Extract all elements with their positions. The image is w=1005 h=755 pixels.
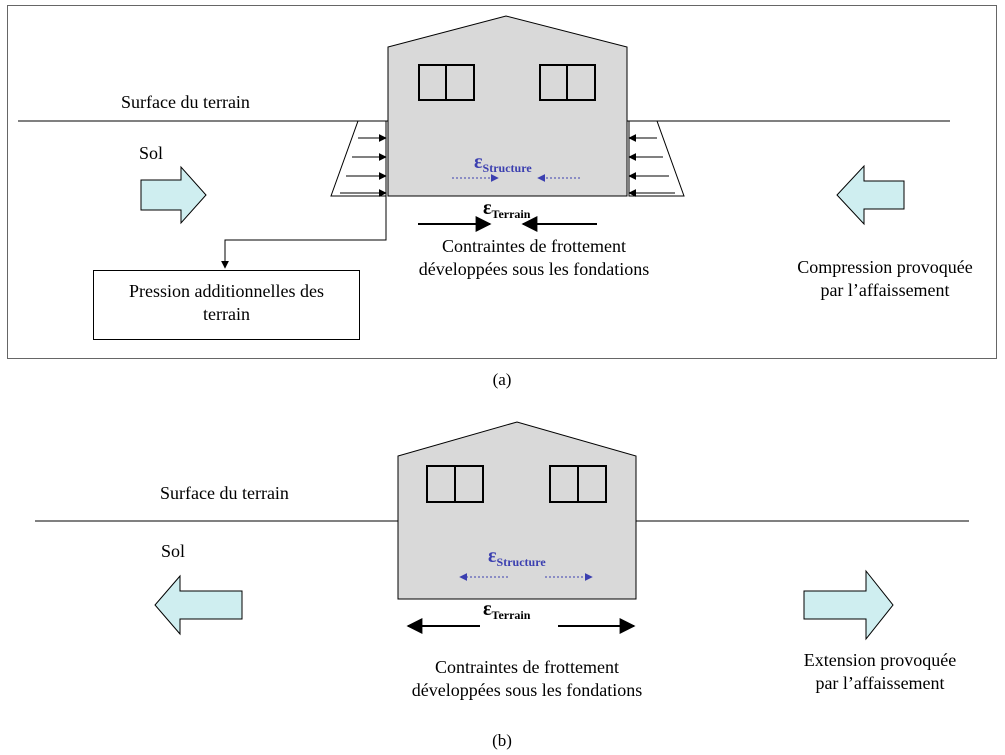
building-b xyxy=(397,421,637,600)
friction-label-line1: Contraintes de frottement xyxy=(442,236,626,256)
ground-surface-label-b: Surface du terrain xyxy=(160,483,289,503)
compression-label: Compression provoquée par l’affaissement xyxy=(770,256,1000,302)
window-right-b xyxy=(549,465,607,503)
epsilon-structure-b: εStructure xyxy=(488,545,546,570)
epsilon-subscript: Terrain xyxy=(491,207,531,221)
pressure-box: Pression additionnelles des terrain xyxy=(93,270,360,340)
epsilon-symbol: ε xyxy=(483,598,492,620)
pressure-diagram-right xyxy=(628,120,685,197)
pressure-box-line1: Pression additionnelles des xyxy=(129,281,324,301)
extension-label-line2: par l’affaissement xyxy=(815,673,945,693)
caption-b: (b) xyxy=(492,731,512,750)
extension-label-line1: Extension provoquée xyxy=(803,650,957,670)
epsilon-subscript: Structure xyxy=(496,555,546,569)
friction-label-b: Contraintes de frottement développées so… xyxy=(387,656,667,702)
soil-label-a: Sol xyxy=(139,143,164,163)
friction-label-a: Contraintes de frottement développées so… xyxy=(394,235,674,281)
epsilon-terrain-a: εTerrain xyxy=(483,197,530,222)
friction-label-line2: développées sous les fondations xyxy=(418,259,650,279)
epsilon-symbol: ε xyxy=(474,151,483,173)
ground-surface-label-a: Surface du terrain xyxy=(121,92,250,112)
compression-label-line2: par l’affaissement xyxy=(820,280,950,300)
epsilon-subscript: Structure xyxy=(482,161,532,175)
epsilon-symbol: ε xyxy=(483,197,492,219)
pressure-leader-line xyxy=(221,196,387,269)
epsilon-symbol: ε xyxy=(488,545,497,567)
compression-label-line1: Compression provoquée xyxy=(797,257,973,277)
soil-label-b: Sol xyxy=(161,541,186,561)
window-left-b xyxy=(426,465,484,503)
soil-arrow-left-a xyxy=(140,165,207,225)
epsilon-structure-a: εStructure xyxy=(474,151,532,176)
window-left-a xyxy=(418,64,475,101)
caption-a: (a) xyxy=(492,370,512,389)
pressure-diagram-left xyxy=(330,120,387,197)
extension-label: Extension provoquée par l’affaissement xyxy=(775,649,985,695)
building-a xyxy=(387,15,628,197)
pressure-box-line2: terrain xyxy=(203,304,250,324)
soil-arrow-right-a xyxy=(836,164,905,226)
epsilon-terrain-b: εTerrain xyxy=(483,598,530,623)
window-right-a xyxy=(539,64,596,101)
friction-label-line2: développées sous les fondations xyxy=(411,680,643,700)
soil-arrow-right-b xyxy=(803,569,894,641)
soil-arrow-left-b xyxy=(154,574,243,636)
epsilon-subscript: Terrain xyxy=(491,608,531,622)
friction-label-line1: Contraintes de frottement xyxy=(435,657,619,677)
